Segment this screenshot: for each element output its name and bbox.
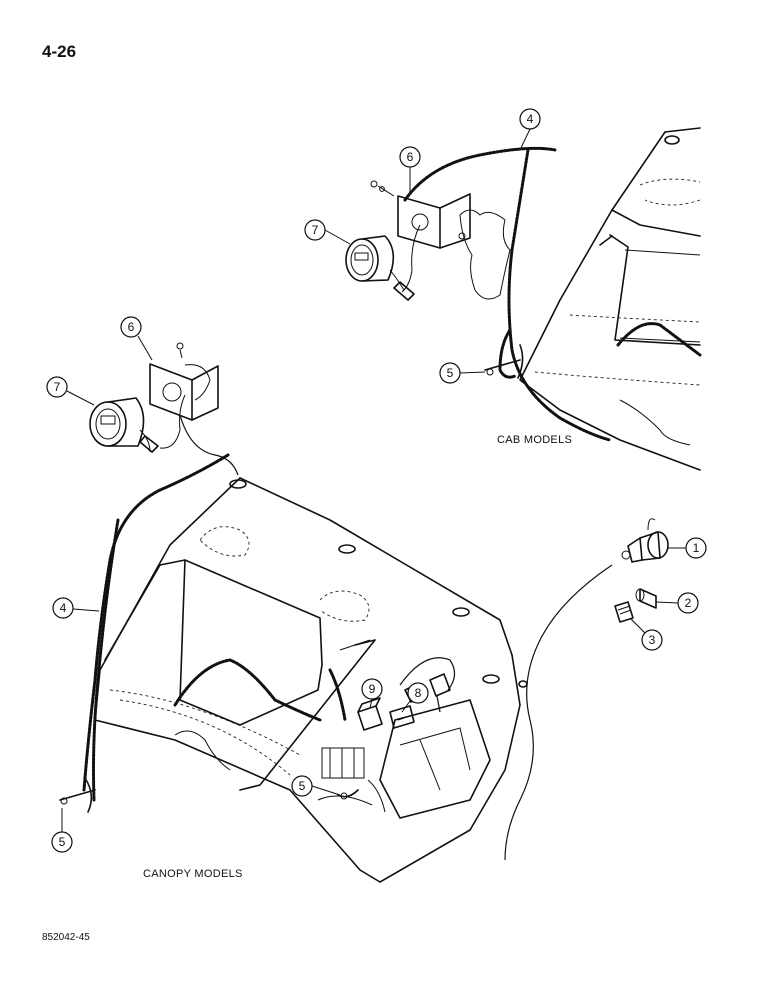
canopy-ground-clip [59, 777, 359, 813]
caption-canopy-models: CANOPY MODELS [143, 868, 243, 880]
callout-canopy-5b: 5 [291, 775, 341, 797]
svg-text:2: 2 [685, 596, 692, 610]
svg-text:6: 6 [407, 150, 414, 164]
callout-canopy-6: 6 [120, 316, 153, 361]
callout-cab-5: 5 [439, 362, 486, 384]
cab-rope-harness [401, 146, 702, 442]
svg-text:7: 7 [312, 223, 319, 237]
callout-cab-6: 6 [399, 146, 421, 194]
stud-3 [614, 601, 634, 623]
switch-wire [504, 564, 613, 861]
svg-text:1: 1 [693, 541, 700, 555]
svg-text:5: 5 [299, 779, 306, 793]
canopy-relay-9 [357, 697, 383, 731]
callout-cab-7: 7 [304, 219, 351, 245]
svg-text:8: 8 [415, 686, 422, 700]
svg-text:7: 7 [54, 380, 61, 394]
callout-2: 2 [655, 592, 699, 614]
svg-text:6: 6 [128, 320, 135, 334]
svg-text:3: 3 [649, 633, 656, 647]
cab-screw-icon [370, 180, 395, 197]
callout-3: 3 [629, 617, 663, 651]
caption-cab-models: CAB MODELS [497, 434, 573, 446]
callout-canopy-4: 4 [52, 597, 100, 619]
callout-8: 8 [401, 682, 429, 713]
svg-text:9: 9 [369, 682, 376, 696]
svg-text:4: 4 [60, 601, 67, 615]
callout-cab-4: 4 [519, 108, 541, 151]
svg-text:5: 5 [59, 835, 66, 849]
figure-code: 852042-45 [42, 932, 90, 943]
cab-mounting-bracket [397, 193, 471, 249]
callout-canopy-5: 5 [51, 808, 73, 853]
page-number: 4-26 [42, 42, 77, 61]
svg-text:5: 5 [447, 366, 454, 380]
cab-hourmeter-gauge [345, 235, 415, 301]
callout-1: 1 [668, 537, 707, 559]
canopy-hourmeter-gauge [89, 394, 186, 453]
cab-ground-clip [484, 344, 524, 379]
canopy-mounting-bracket [149, 342, 219, 421]
spacer-2 [635, 588, 657, 609]
cab-panel [459, 127, 701, 471]
canopy-rope-harness [82, 414, 347, 802]
callout-canopy-7: 7 [46, 376, 95, 406]
canopy-flasher-8 [389, 705, 415, 729]
svg-text:4: 4 [527, 112, 534, 126]
callout-9: 9 [361, 678, 383, 709]
key-switch-1 [621, 518, 669, 563]
canopy-panel [94, 477, 528, 883]
